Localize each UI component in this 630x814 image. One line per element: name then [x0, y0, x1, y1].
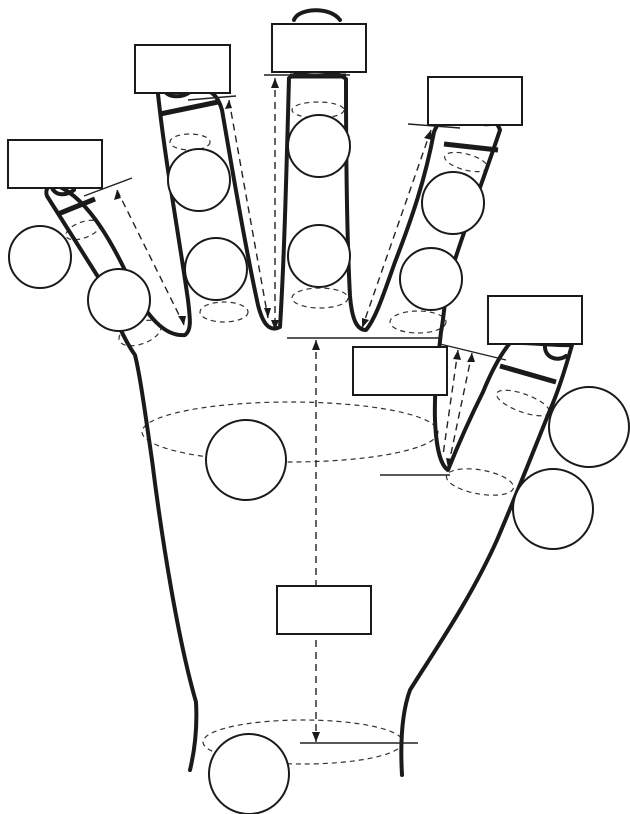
- circle-index-proximal: [168, 149, 230, 211]
- label-box-middle: [272, 24, 366, 72]
- label-box-thumb: [8, 140, 102, 188]
- circle-wrist: [209, 734, 289, 814]
- label-box-little-length: [353, 347, 447, 395]
- circle-index-distal: [185, 238, 247, 300]
- circle-thumb-distal: [88, 269, 150, 331]
- circle-middle-distal: [288, 225, 350, 287]
- label-box-ring: [428, 77, 522, 125]
- circle-ring-distal: [400, 248, 462, 310]
- circle-markers: [9, 115, 629, 814]
- circle-ring-proximal: [422, 172, 484, 234]
- circle-little-distal: [513, 469, 593, 549]
- circle-middle-proximal: [288, 115, 350, 177]
- label-box-index: [135, 45, 230, 93]
- hand-outline: [46, 71, 572, 775]
- circle-palm: [206, 420, 286, 500]
- circle-thumb-proximal: [9, 226, 71, 288]
- label-box-hand-length: [277, 586, 371, 634]
- label-box-little: [488, 296, 582, 344]
- circle-little-proximal: [549, 387, 629, 467]
- little-length-line: [448, 353, 472, 468]
